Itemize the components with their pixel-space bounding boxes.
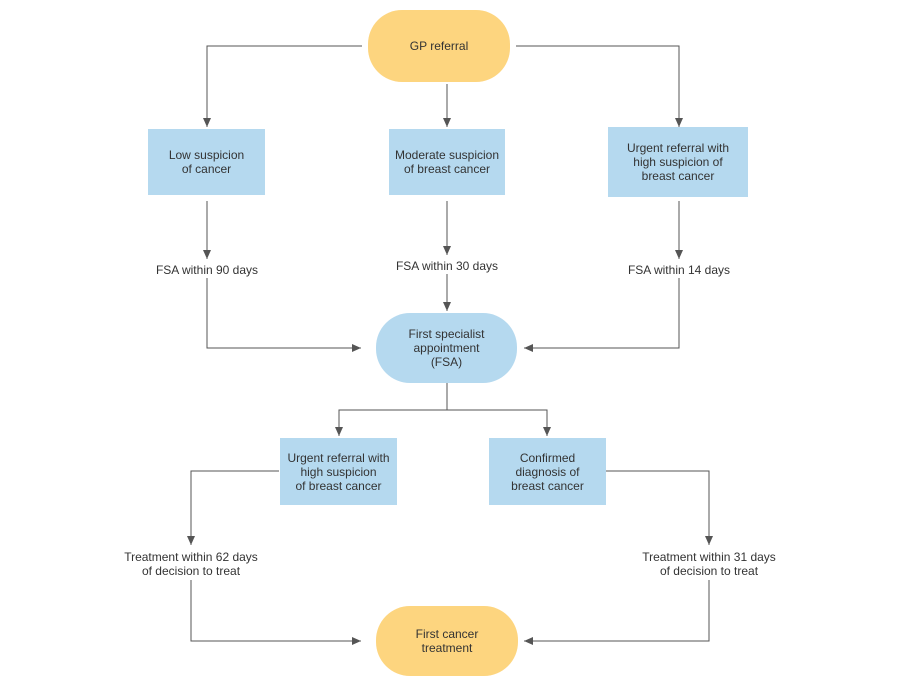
- edge-confirmed-to-label: [606, 470, 713, 545]
- label-fsa-30: FSA within 30 days: [380, 259, 514, 273]
- label-fsa-90: FSA within 90 days: [140, 263, 274, 277]
- edge-31-to-treatment: [524, 580, 710, 645]
- edge-62-to-treatment: [190, 580, 361, 645]
- low-suspicion-node: Low suspicion of cancer: [148, 129, 265, 195]
- urgent-referral-bottom-node: Urgent referral with high suspicion of b…: [280, 438, 397, 505]
- fsa-node: First specialist appointment (FSA): [376, 313, 517, 383]
- gp-referral-node: GP referral: [368, 10, 510, 82]
- edge-fsa-split-right: [447, 409, 551, 436]
- edge-gp-to-urgent: [516, 45, 683, 127]
- edge-fsa-split-left: [335, 383, 448, 436]
- edge-90-to-fsa: [206, 278, 361, 352]
- edge-14-to-fsa: [524, 278, 680, 352]
- label-fsa-14: FSA within 14 days: [612, 263, 746, 277]
- moderate-suspicion-node: Moderate suspicion of breast cancer: [389, 129, 505, 195]
- confirmed-diagnosis-node: Confirmed diagnosis of breast cancer: [489, 438, 606, 505]
- edge-gp-to-low: [203, 45, 362, 127]
- label-treat-62: Treatment within 62 days of decision to …: [104, 550, 278, 578]
- first-treatment-node: First cancer treatment: [376, 606, 518, 676]
- label-treat-31: Treatment within 31 days of decision to …: [622, 550, 796, 578]
- urgent-referral-top-node: Urgent referral with high suspicion of b…: [608, 127, 748, 197]
- edge-urgent-bottom-to-label: [187, 470, 279, 545]
